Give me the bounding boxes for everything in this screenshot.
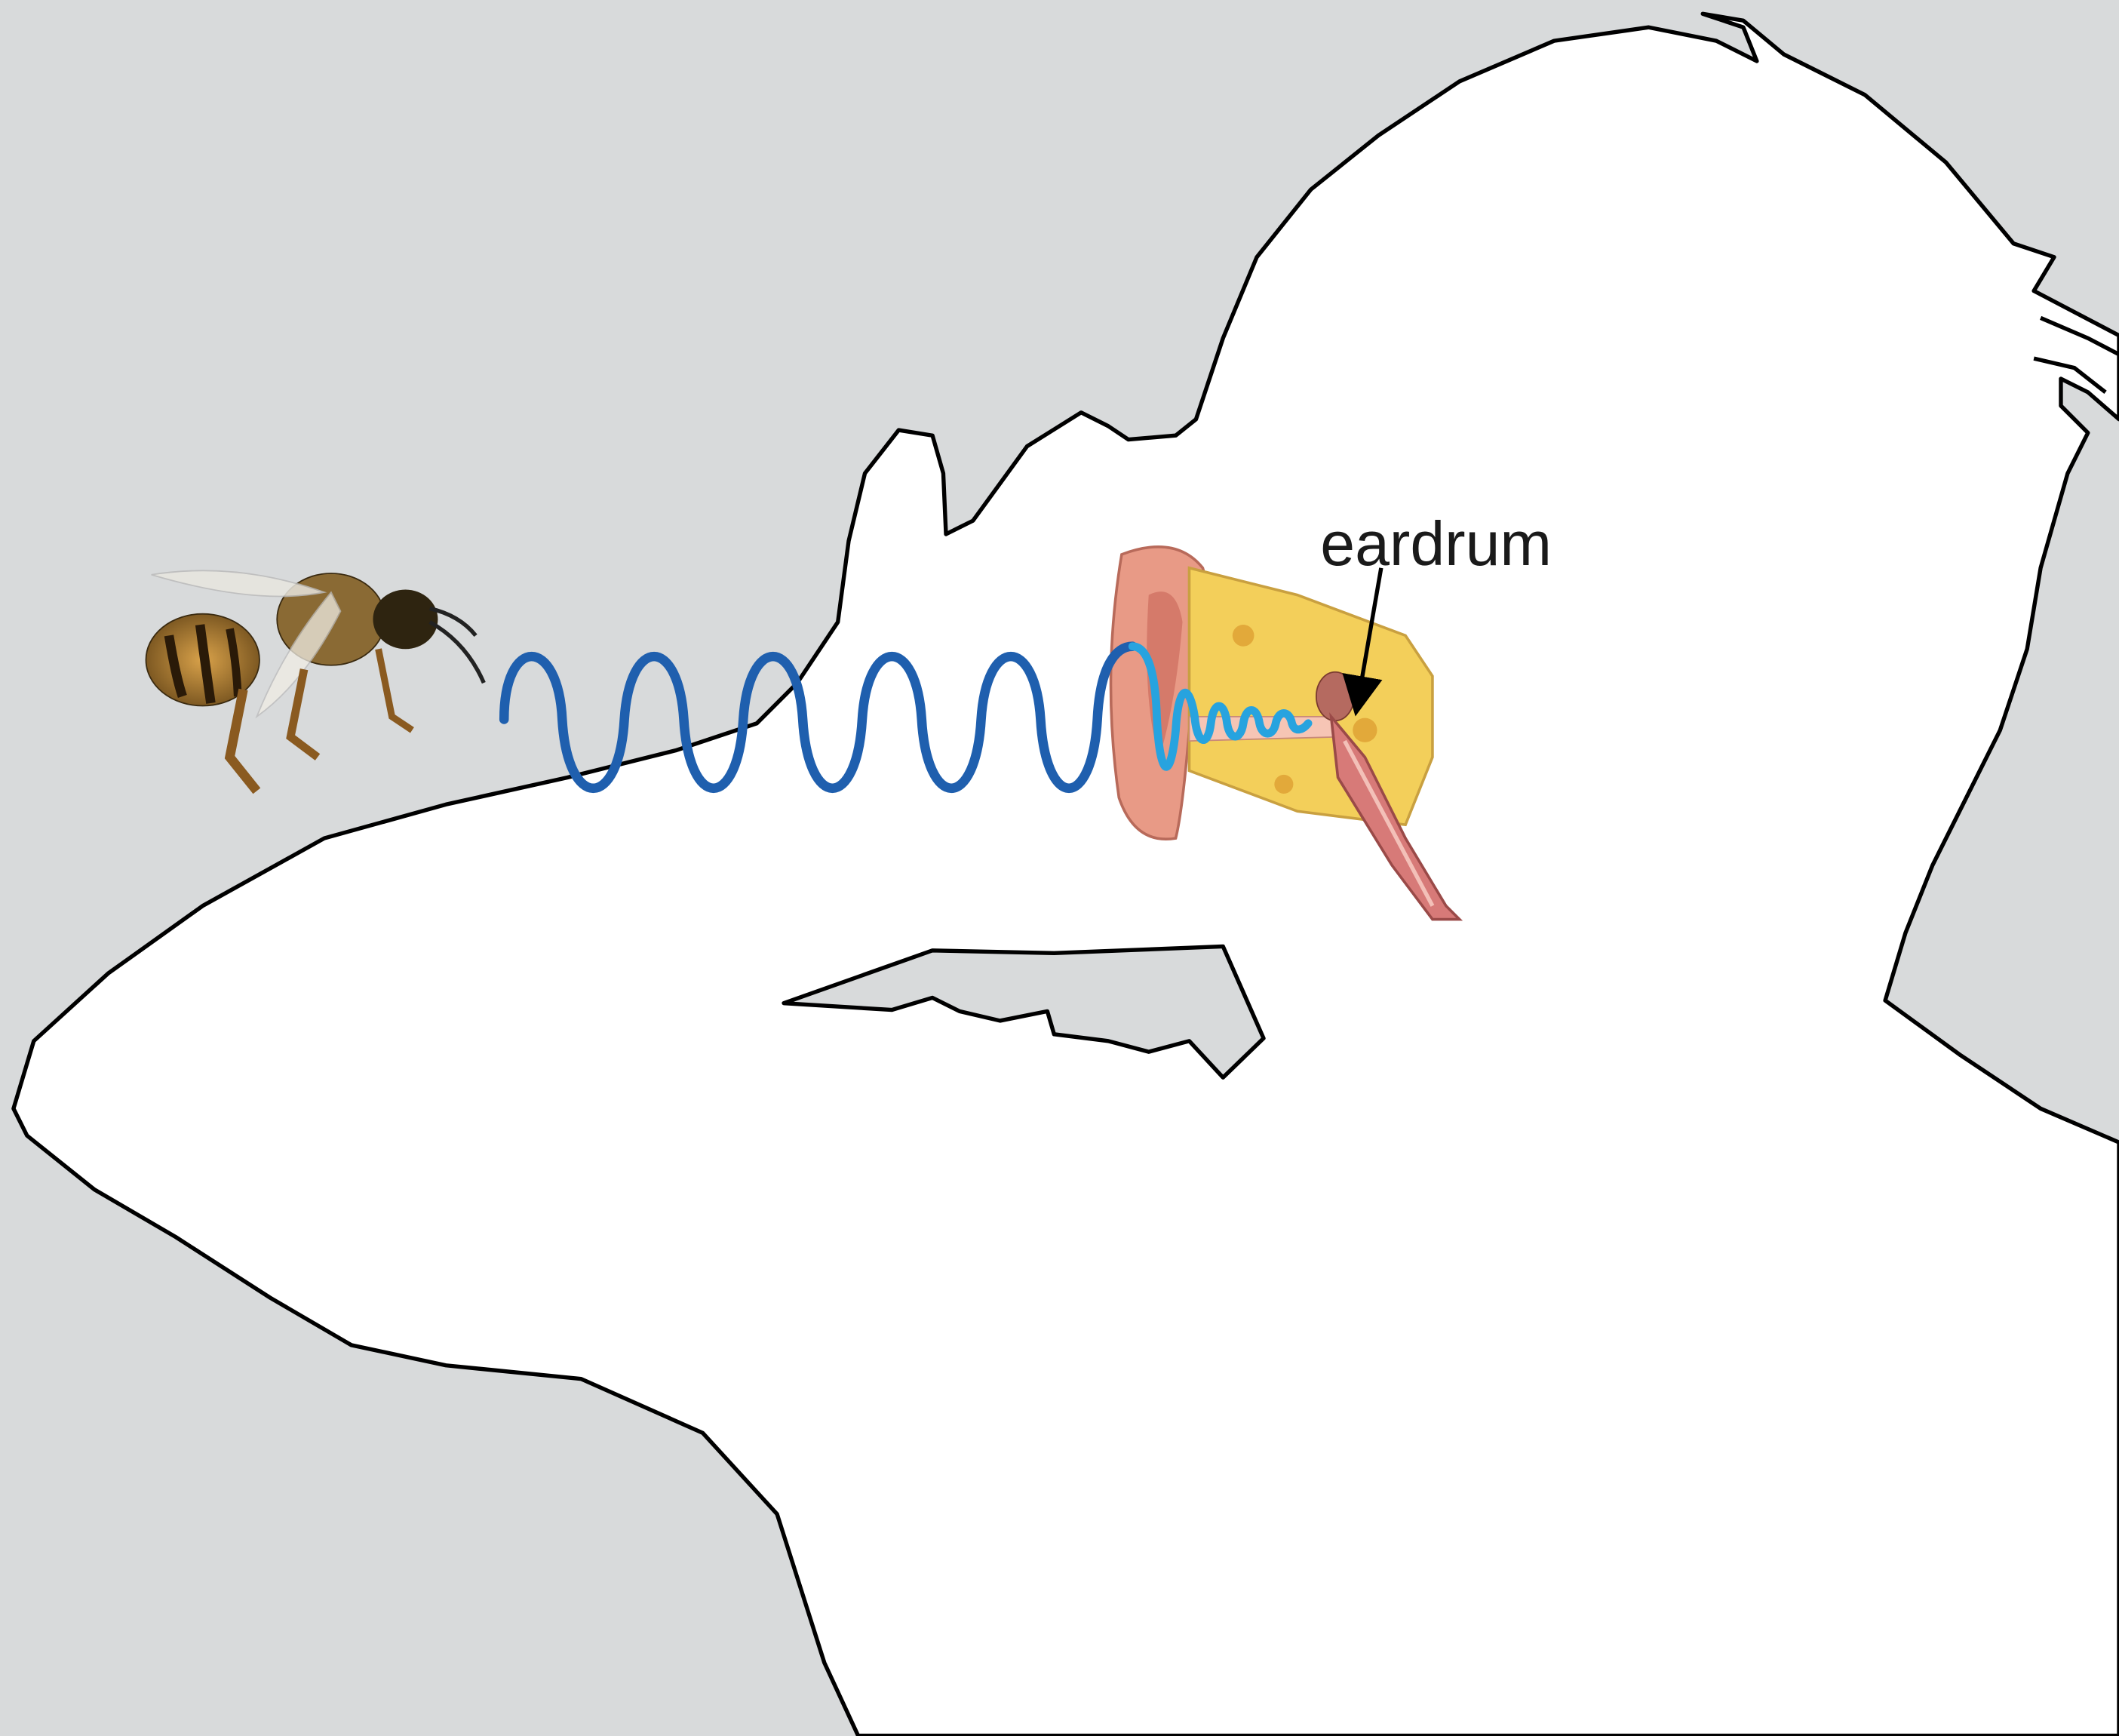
eardrum-label: eardrum [1320,509,1552,579]
